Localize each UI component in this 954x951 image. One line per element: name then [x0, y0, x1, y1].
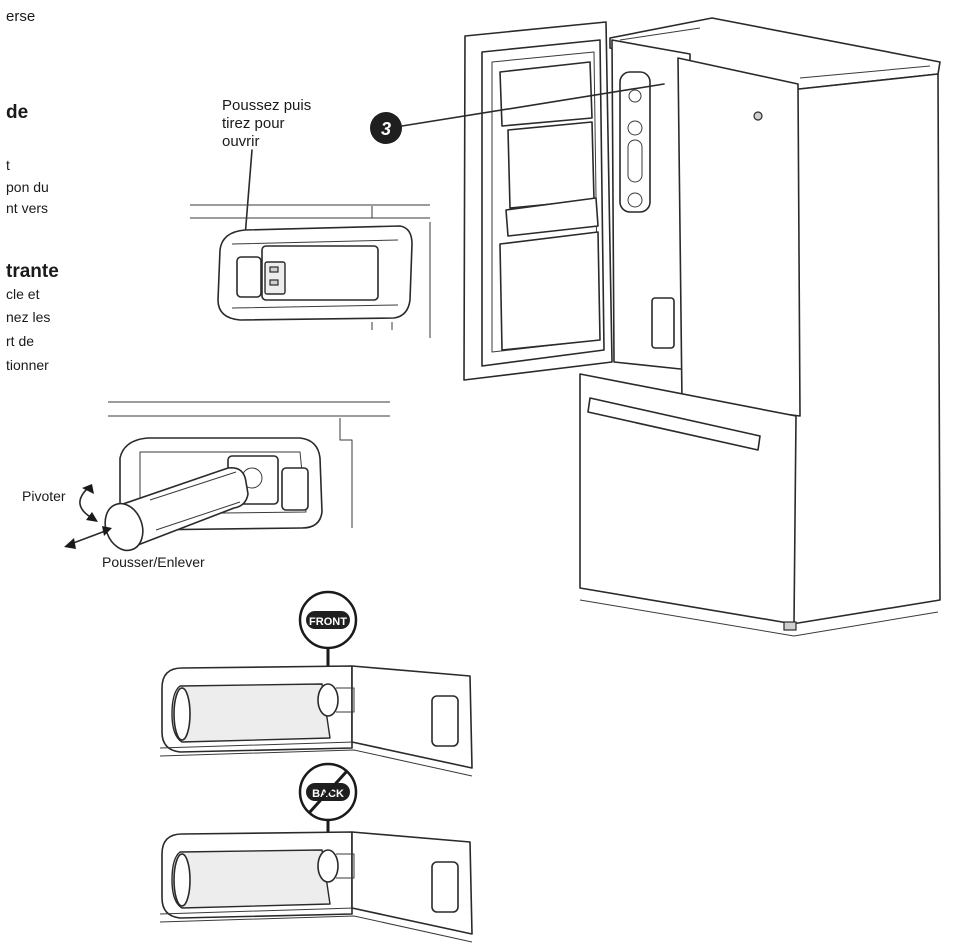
left-heading: de	[6, 102, 28, 123]
step-number: 3	[381, 119, 391, 139]
left-text-line: t	[6, 157, 10, 173]
left-text-line: tionner	[6, 357, 49, 373]
left-text-line: nt vers	[6, 200, 48, 216]
ceiling-lines	[108, 401, 390, 528]
door-bin	[499, 61, 593, 127]
left-text-line: rt de	[6, 333, 34, 349]
cabinet-side	[789, 73, 941, 625]
door-lock-icon	[753, 111, 763, 121]
left-text-line: pon du	[6, 179, 49, 195]
left-heading: trante	[6, 261, 59, 282]
left-text-line: nez les	[6, 309, 50, 325]
filter-cartridge	[171, 849, 331, 909]
housing-door	[261, 245, 379, 301]
drawer-handle	[587, 397, 761, 451]
door-bin	[499, 231, 601, 351]
filter-cartridge	[171, 683, 331, 743]
rotate-arrow-icon	[79, 487, 93, 519]
prohibited-back-badge-icon: BACK	[298, 762, 358, 854]
front-badge-text: FRONT	[309, 616, 347, 628]
left-text-line: cle et	[6, 286, 40, 302]
rotate-label: Pivoter	[22, 488, 66, 504]
filter-cartridge	[104, 466, 249, 552]
push-remove-label: Pousser/Enlever	[102, 554, 205, 570]
refrigerator	[463, 17, 941, 637]
ceiling-lines	[190, 204, 431, 338]
push-pull-label: ouvrir	[222, 133, 260, 150]
callout-leader-line	[401, 83, 665, 127]
filter-housing-front-correct	[159, 665, 473, 777]
filter-housing-inside	[619, 71, 651, 213]
filter-housing-back-wrong	[159, 831, 473, 943]
door-bin	[505, 197, 599, 237]
filter-housing-closed: Poussez puis tirez pour ouvrir	[190, 97, 431, 338]
step-3-callout: 3	[370, 83, 665, 144]
number-circle-icon	[370, 112, 402, 144]
left-text-column: erse de t pon du nt vers trante cle et n…	[6, 8, 59, 373]
filter-housing-open: Pivoter Pousser/Enlever	[22, 401, 390, 570]
left-text-line: erse	[6, 8, 35, 25]
push-pull-label: Poussez puis	[222, 97, 311, 114]
right-door-closed	[677, 57, 801, 417]
push-pull-label: tirez pour	[222, 115, 285, 132]
push-tab-icon	[236, 256, 262, 298]
